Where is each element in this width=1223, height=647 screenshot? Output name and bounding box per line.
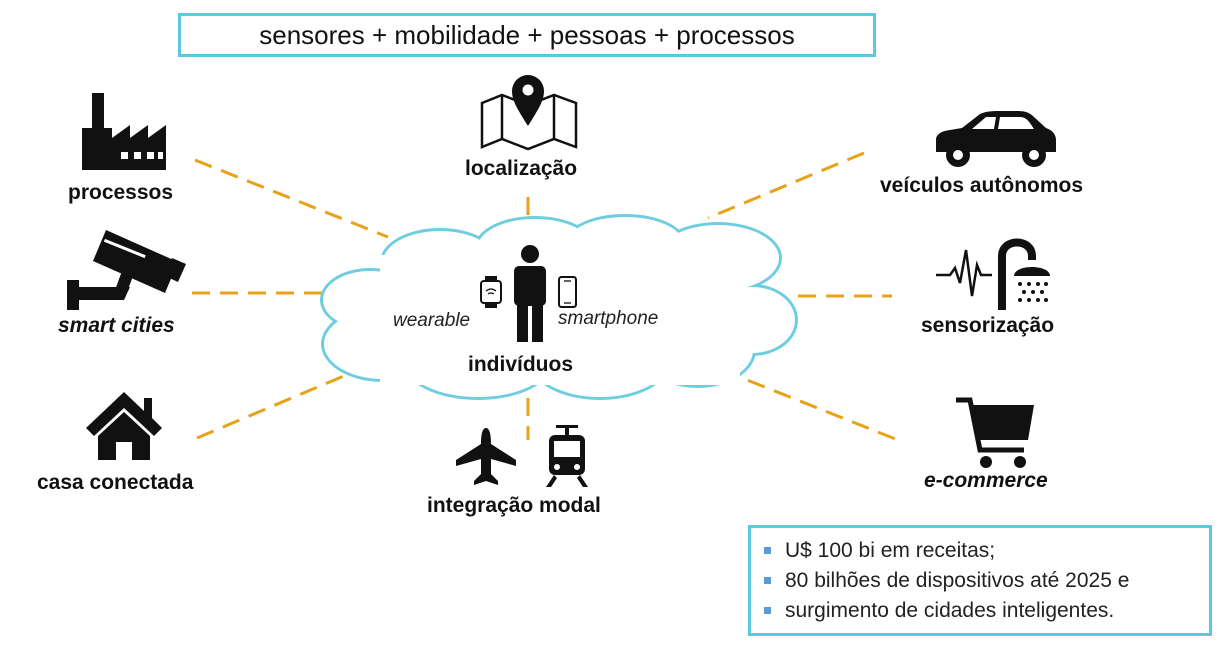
bullet-icon bbox=[764, 577, 771, 584]
factory-icon bbox=[82, 93, 166, 170]
smartphone-icon bbox=[558, 276, 577, 308]
title-box: sensores + mobilidade + pessoas + proces… bbox=[178, 13, 876, 57]
node-integracao-modal: integração modal bbox=[427, 494, 601, 517]
cctv-camera-icon bbox=[67, 230, 186, 310]
node-casa-conectada: casa conectada bbox=[37, 471, 194, 494]
smartphone-label: smartphone bbox=[558, 308, 659, 329]
train-icon bbox=[546, 425, 588, 487]
node-smart-cities: smart cities bbox=[58, 314, 175, 337]
node-processos: processos bbox=[68, 181, 174, 204]
shower-sensor-icon bbox=[936, 238, 1050, 310]
stats-list: U$ 100 bi em receitas; 80 bilhões de dis… bbox=[759, 536, 1209, 626]
connector-veiculos bbox=[707, 151, 865, 220]
node-localizacao: localização bbox=[465, 157, 578, 180]
map-pin-icon bbox=[480, 75, 578, 151]
stats-item: surgimento de cidades inteligentes. bbox=[759, 596, 1209, 626]
smartwatch-icon bbox=[480, 276, 502, 308]
node-sensorizacao: sensorização bbox=[921, 314, 1055, 337]
house-icon bbox=[86, 392, 162, 460]
stats-item: 80 bilhões de dispositivos até 2025 e bbox=[759, 566, 1209, 596]
center-label: indivíduos bbox=[468, 353, 573, 376]
connector-processos bbox=[194, 158, 389, 239]
node-ecommerce: e-commerce bbox=[924, 469, 1048, 492]
wearable-label: wearable bbox=[393, 310, 471, 331]
cloud-shape bbox=[320, 214, 798, 400]
stats-item: U$ 100 bi em receitas; bbox=[759, 536, 1209, 566]
person-icon bbox=[514, 245, 546, 342]
diagram-title: sensores + mobilidade + pessoas + proces… bbox=[259, 19, 795, 50]
car-icon bbox=[936, 111, 1056, 167]
stats-box: U$ 100 bi em receitas; 80 bilhões de dis… bbox=[748, 525, 1212, 636]
connector-casa bbox=[196, 368, 359, 440]
connector-ecommerce bbox=[721, 368, 904, 444]
node-veiculos-autonomos: veículos autônomos bbox=[880, 174, 1084, 197]
connectors bbox=[192, 151, 904, 444]
shopping-cart-icon bbox=[956, 397, 1034, 468]
airplane-icon bbox=[456, 428, 516, 485]
bullet-icon bbox=[764, 547, 771, 554]
bullet-icon bbox=[764, 607, 771, 614]
